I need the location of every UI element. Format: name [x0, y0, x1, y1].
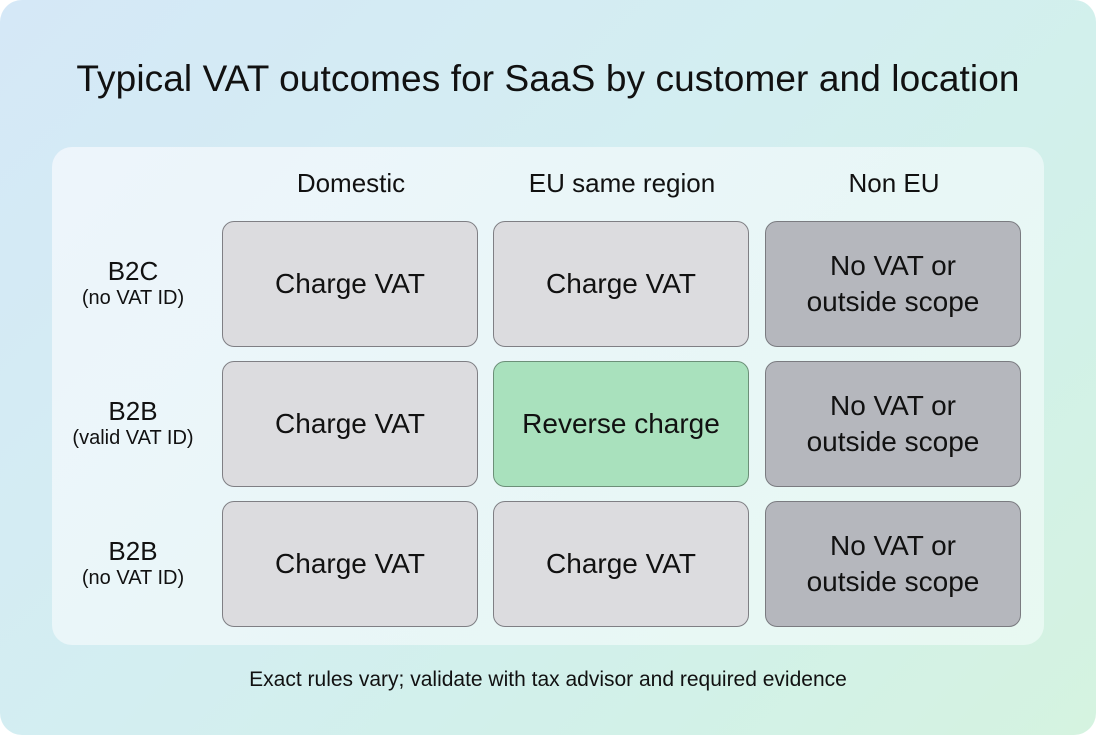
row-label: B2B	[108, 396, 158, 426]
row-header-b2b-no-id: B2B (no VAT ID)	[52, 536, 214, 590]
column-header-non-eu: Non EU	[848, 168, 940, 198]
row-label: B2B	[108, 536, 158, 566]
row-sublabel: (valid VAT ID)	[72, 427, 194, 449]
cell-b2b-valid-eu: Reverse charge	[493, 361, 749, 487]
cell-b2b-no-id-domestic: Charge VAT	[222, 501, 478, 627]
cell-b2b-valid-domestic: Charge VAT	[222, 361, 478, 487]
cell-b2c-non-eu: No VAT or outside scope	[765, 221, 1021, 347]
cell-b2b-valid-non-eu: No VAT or outside scope	[765, 361, 1021, 487]
cell-b2c-domestic: Charge VAT	[222, 221, 478, 347]
row-label: B2C	[107, 256, 159, 286]
column-header-domestic: Domestic	[296, 168, 406, 198]
row-header-b2c: B2C (no VAT ID)	[52, 256, 214, 310]
row-sublabel: (no VAT ID)	[81, 567, 185, 589]
cell-b2c-eu: Charge VAT	[493, 221, 749, 347]
diagram-title: Typical VAT outcomes for SaaS by custome…	[76, 58, 1020, 99]
row-header-b2b-valid: B2B (valid VAT ID)	[52, 396, 214, 450]
row-sublabel: (no VAT ID)	[81, 287, 185, 309]
cell-b2b-no-id-eu: Charge VAT	[493, 501, 749, 627]
column-header-eu-same-region: EU same region	[528, 168, 716, 198]
footnote: Exact rules vary; validate with tax advi…	[249, 668, 847, 691]
cell-b2b-no-id-non-eu: No VAT or outside scope	[765, 501, 1021, 627]
